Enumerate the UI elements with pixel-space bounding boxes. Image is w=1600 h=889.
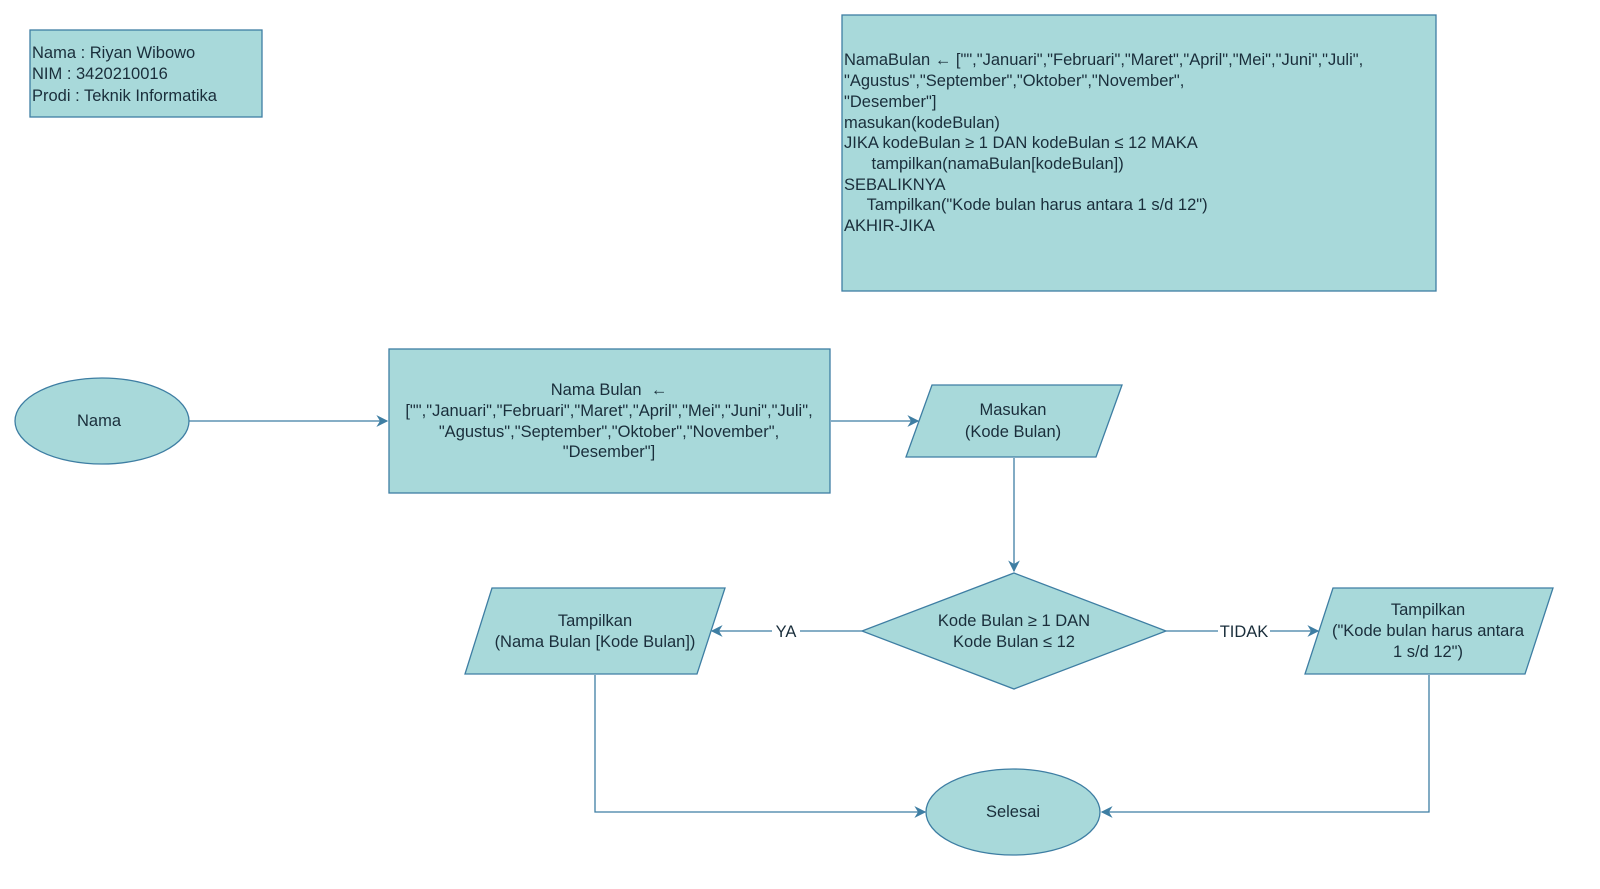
edge-yes-to-end xyxy=(594,675,927,818)
pseudocode-line: JIKA kodeBulan ≥ 1 DAN kodeBulan ≤ 12 MA… xyxy=(844,134,1198,152)
pseudocode-line: masukan(kodeBulan) xyxy=(844,114,1000,132)
edge-no-to-end xyxy=(1100,675,1430,818)
end-node-label: Selesai xyxy=(986,803,1040,821)
input-node-shape xyxy=(905,384,1123,458)
process-node: Nama Bulan ← ["","Januari","Februari","M… xyxy=(388,348,831,494)
pseudocode-line: "Desember"] xyxy=(844,93,936,111)
edges xyxy=(189,415,1430,818)
edge-label-yes-bg xyxy=(772,622,800,641)
start-node-shape xyxy=(14,377,190,465)
info-line-prodi: Prodi : Teknik Informatika xyxy=(32,87,218,105)
input-node-line: Masukan xyxy=(980,401,1047,419)
pseudocode-line: AKHIR-JIKA xyxy=(844,217,935,235)
pseudocode-box: NamaBulan ← ["","Januari","Februari","Ma… xyxy=(841,14,1437,292)
edge-label-yes: YA xyxy=(772,622,800,641)
output-no-node-line: 1 s/d 12") xyxy=(1393,643,1463,661)
info-box-frame xyxy=(29,29,263,118)
output-no-node-line: ("Kode bulan harus antara xyxy=(1332,622,1525,640)
end-node-shape xyxy=(925,768,1101,856)
output-yes-node-line: Tampilkan xyxy=(558,612,632,630)
pseudocode-line: NamaBulan ← ["","Januari","Februari","Ma… xyxy=(844,51,1363,69)
decision-node-line: Kode Bulan ≤ 12 xyxy=(953,633,1075,651)
process-node-line: "Agustus","September","Oktober","Novembe… xyxy=(439,423,779,441)
output-yes-node: Tampilkan (Nama Bulan [Kode Bulan]) xyxy=(464,587,726,675)
edge-label-no-bg xyxy=(1218,622,1270,641)
output-no-node: Tampilkan ("Kode bulan harus antara 1 s/… xyxy=(1304,587,1554,675)
pseudocode-line: tampilkan(namaBulan[kodeBulan]) xyxy=(844,155,1124,173)
output-yes-node-line: (Nama Bulan [Kode Bulan]) xyxy=(495,633,696,651)
info-line-nim: NIM : 3420210016 xyxy=(32,65,168,83)
start-node: Nama xyxy=(14,377,190,465)
pseudocode-line: "Agustus","September","Oktober","Novembe… xyxy=(844,72,1184,90)
input-node-line: (Kode Bulan) xyxy=(965,423,1061,441)
process-node-shape xyxy=(388,348,831,494)
start-node-label: Nama xyxy=(77,412,122,430)
process-node-line: ["","Januari","Februari","Maret","April"… xyxy=(405,402,812,420)
output-yes-node-shape xyxy=(464,587,726,675)
info-box: Nama : Riyan Wibowo NIM : 3420210016 Pro… xyxy=(29,29,263,118)
info-line-name: Nama : Riyan Wibowo xyxy=(32,44,195,62)
pseudocode-line: SEBALIKNYA xyxy=(844,176,946,194)
decision-node-line: Kode Bulan ≥ 1 DAN xyxy=(938,612,1090,630)
decision-node-shape xyxy=(860,572,1168,690)
end-node: Selesai xyxy=(925,768,1101,856)
decision-node: Kode Bulan ≥ 1 DAN Kode Bulan ≤ 12 xyxy=(860,572,1168,690)
pseudocode-line: Tampilkan("Kode bulan harus antara 1 s/d… xyxy=(844,196,1208,214)
output-no-node-line: Tampilkan xyxy=(1391,601,1465,619)
edge-label-no-text: TIDAK xyxy=(1220,623,1269,641)
input-node: Masukan (Kode Bulan) xyxy=(905,384,1123,458)
process-node-line: "Desember"] xyxy=(563,443,655,461)
output-no-node-shape xyxy=(1304,587,1554,675)
process-node-line: Nama Bulan ← xyxy=(551,381,667,399)
edge-label-yes-text: YA xyxy=(776,623,797,641)
pseudocode-box-frame xyxy=(841,14,1437,292)
edge-label-no: TIDAK xyxy=(1218,622,1270,641)
